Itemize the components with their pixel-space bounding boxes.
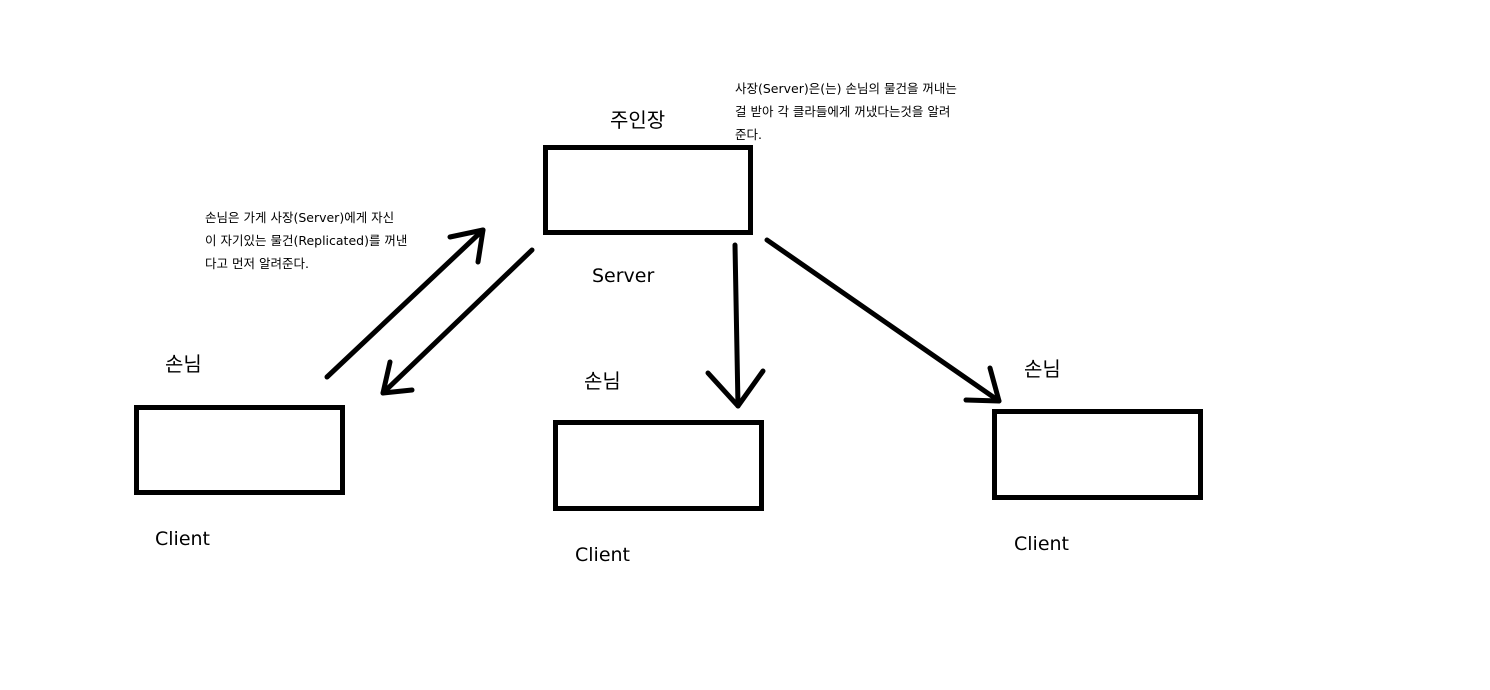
server-note-line: 준다. (735, 127, 762, 142)
client-title-1: 손님 (165, 352, 202, 376)
server-note: 사장(Server)은(는) 손님의 물건을 꺼내는 걸 받아 각 클라들에게 … (735, 77, 957, 146)
client-title-2: 손님 (584, 369, 621, 393)
server-note-line: 걸 받아 각 클라들에게 꺼냈다는것을 알려 (735, 104, 951, 119)
client-box-1 (134, 405, 345, 495)
client-note-line: 다고 먼저 알려준다. (205, 256, 309, 271)
arrow-server-to-client1 (380, 247, 535, 396)
server-label: Server (592, 265, 655, 287)
client-label-1: Client (155, 528, 211, 550)
client-note-line: 이 자기있는 물건(Replicated)를 꺼낸 (205, 233, 408, 248)
client-box-2 (553, 420, 764, 511)
client-label-2: Client (575, 544, 631, 566)
server-note-line: 사장(Server)은(는) 손님의 물건을 꺼내는 (735, 81, 957, 96)
client-note: 손님은 가게 사장(Server)에게 자신 이 자기있는 물건(Replica… (205, 206, 407, 275)
client-note-line: 손님은 가게 사장(Server)에게 자신 (205, 210, 395, 225)
client-box-3 (992, 409, 1203, 500)
server-box (543, 145, 753, 235)
arrow-client1-to-server (324, 227, 486, 380)
arrow-server-to-client3 (764, 237, 1002, 404)
server-title: 주인장 (610, 108, 666, 132)
client-label-3: Client (1014, 533, 1070, 555)
arrow-server-to-client2 (705, 242, 766, 409)
client-title-3: 손님 (1024, 357, 1061, 381)
